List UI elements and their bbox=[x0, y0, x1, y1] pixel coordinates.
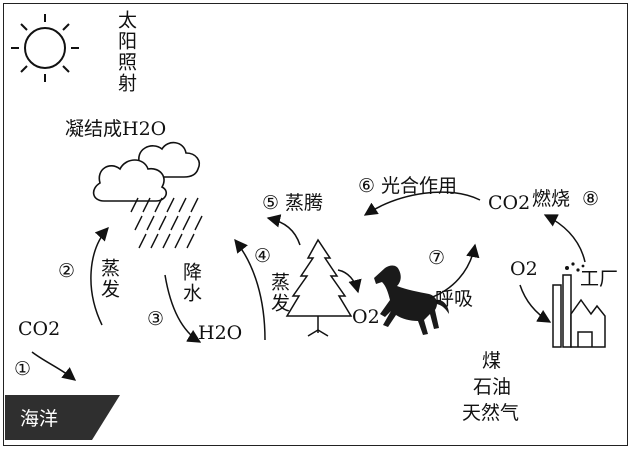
arrow-5-transpiration bbox=[268, 218, 300, 245]
arrow-1-co2-to-ocean bbox=[32, 352, 75, 380]
respiration-label: 呼吸 bbox=[435, 288, 473, 310]
evaporation-mid-label: 蒸发 bbox=[268, 272, 290, 314]
transpiration-label: 蒸腾 bbox=[285, 192, 323, 214]
step-8-marker: ⑧ bbox=[582, 188, 599, 210]
step-6-marker: ⑥ bbox=[358, 175, 375, 197]
natural-gas-label: 天然气 bbox=[462, 402, 519, 424]
cloud-icon bbox=[94, 143, 200, 201]
step-5-marker: ⑤ bbox=[262, 192, 279, 214]
oil-label: 石油 bbox=[473, 376, 511, 398]
evaporation-left-label: 蒸发 bbox=[98, 258, 120, 300]
condense-label: 凝结成H2O bbox=[65, 118, 166, 140]
h2o-precip-label: H2O bbox=[198, 322, 242, 344]
arrow-tree-to-horse bbox=[338, 270, 358, 292]
co2-left-label: CO2 bbox=[18, 318, 60, 340]
factory-label: 工厂 bbox=[580, 268, 618, 290]
ocean-label: 海洋 bbox=[20, 408, 58, 430]
arrow-o2-to-factory bbox=[520, 285, 550, 322]
precipitation-label: 降水 bbox=[180, 262, 202, 304]
o2-tree-label: O2 bbox=[352, 306, 380, 328]
arrow-8-combustion bbox=[545, 215, 585, 262]
step-3-marker: ③ bbox=[147, 308, 164, 330]
rain-icon bbox=[131, 198, 202, 248]
photosynthesis-label: 光合作用 bbox=[381, 175, 457, 197]
sun-label: 太阳照射 bbox=[115, 10, 137, 94]
sun-icon bbox=[11, 14, 79, 82]
coal-label: 煤 bbox=[482, 350, 501, 372]
step-2-marker: ② bbox=[58, 260, 75, 282]
step-7-marker: ⑦ bbox=[428, 247, 445, 269]
combustion-label: 燃烧 bbox=[532, 188, 570, 210]
step-4-marker: ④ bbox=[254, 245, 271, 267]
tree-icon bbox=[287, 240, 351, 336]
step-1-marker: ① bbox=[14, 358, 31, 380]
co2-right-label: CO2 bbox=[488, 192, 530, 214]
o2-factory-label: O2 bbox=[510, 258, 538, 280]
